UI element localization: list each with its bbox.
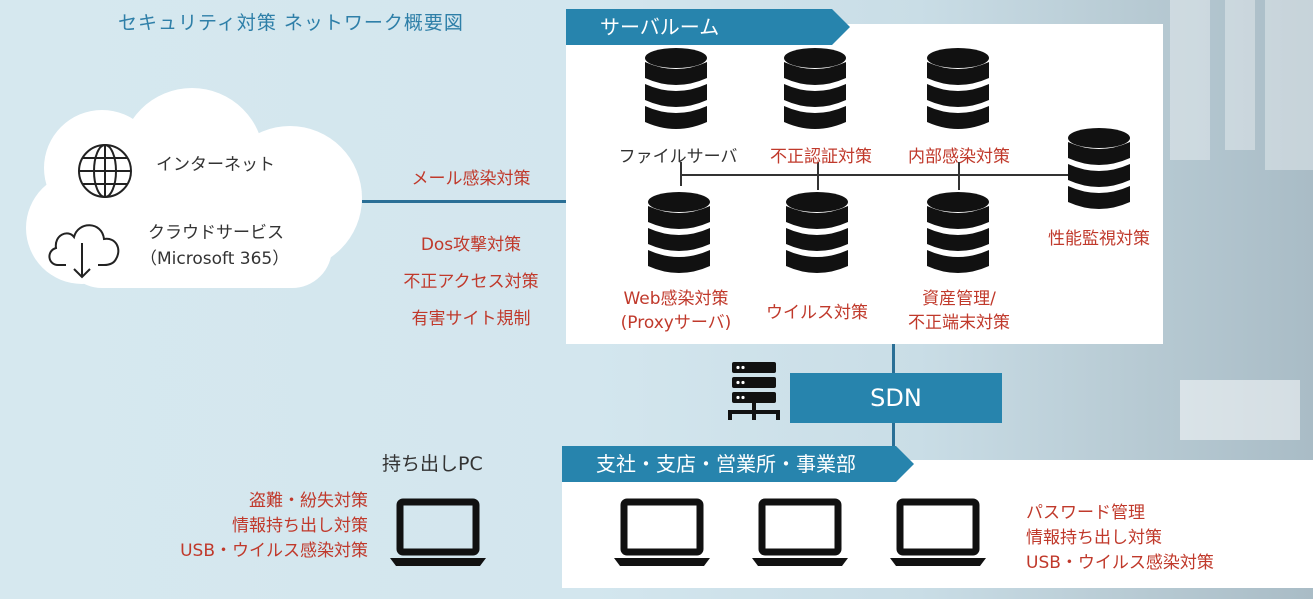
- mobile-pc-measure: 情報持ち出し対策: [232, 516, 368, 536]
- cloud-connection-line: [362, 200, 568, 203]
- server-sdn-line: [892, 344, 895, 374]
- laptop-icon: [890, 498, 986, 566]
- cloud-service-label: クラウドサービス: [148, 223, 284, 243]
- server-label: ファイルサーバ: [618, 147, 738, 167]
- mobile-pc-title: 持ち出しPC: [382, 453, 483, 475]
- background-window: [1265, 0, 1313, 170]
- branch-measure: パスワード管理: [1026, 503, 1145, 523]
- server-label: 内部感染対策: [908, 147, 1010, 167]
- background-window: [1170, 0, 1210, 160]
- server-label-sub: (Proxyサーバ): [620, 313, 732, 333]
- server-label-sub: 不正端末対策: [908, 313, 1010, 333]
- server-label: Web感染対策: [623, 289, 729, 309]
- database-icon: [1068, 128, 1130, 209]
- internet-label: インターネット: [156, 155, 275, 175]
- gateway-measure: 有害サイト規制: [411, 309, 531, 329]
- database-icon: [786, 192, 848, 273]
- diagram-title: セキュリティ対策 ネットワーク概要図: [118, 12, 464, 34]
- gateway-measure: Dos攻撃対策: [420, 235, 522, 255]
- branch-measure: USB・ウイルス感染対策: [1026, 553, 1214, 573]
- gateway-measure: 不正アクセス対策: [403, 272, 539, 292]
- database-icon: [648, 192, 710, 273]
- database-icon: [927, 192, 989, 273]
- database-icon: [784, 48, 846, 129]
- laptop-icon: [390, 498, 486, 566]
- globe-icon: [78, 144, 132, 198]
- sdn-branch-line: [892, 423, 895, 447]
- network-switch-icon: [728, 362, 780, 420]
- server-bus-line: [680, 174, 1070, 176]
- database-icon: [645, 48, 707, 129]
- background-window: [1225, 0, 1255, 150]
- server-connector: [958, 162, 960, 190]
- background-desk: [1180, 380, 1300, 440]
- server-label: 性能監視対策: [1048, 229, 1150, 249]
- server-connector: [680, 162, 682, 186]
- server-room-header: サーバルーム: [566, 9, 850, 45]
- server-label: 不正認証対策: [770, 147, 872, 167]
- database-icon: [927, 48, 989, 129]
- laptop-icon: [752, 498, 848, 566]
- mobile-pc-measure: 盗難・紛失対策: [249, 491, 368, 511]
- cloud-download-icon: [48, 224, 120, 279]
- mobile-pc-measure: USB・ウイルス感染対策: [180, 541, 368, 561]
- branch-measure: 情報持ち出し対策: [1026, 528, 1162, 548]
- server-label: ウイルス対策: [766, 303, 868, 323]
- server-label: 資産管理/: [922, 289, 996, 309]
- laptop-icon: [614, 498, 710, 566]
- sdn-box: SDN: [790, 373, 1002, 423]
- mail-measure: メール感染対策: [411, 169, 531, 189]
- cloud-service-sub: （Microsoft 365）: [140, 249, 290, 269]
- server-connector: [817, 162, 819, 190]
- branch-header: 支社・支店・営業所・事業部: [562, 446, 914, 482]
